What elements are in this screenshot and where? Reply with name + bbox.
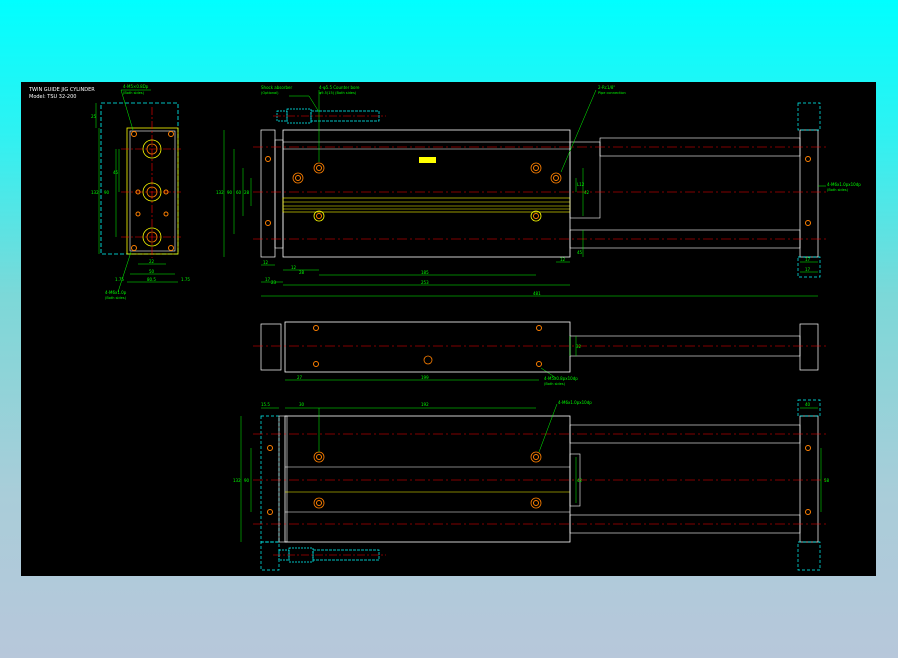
- callout-shock-absorber: Shock absorber: [261, 85, 292, 90]
- dim-end-90: 90: [104, 190, 110, 195]
- dim-side-90: 90: [227, 190, 233, 195]
- callout-shock-absorber-sub: (Optional): [261, 91, 279, 95]
- callout-end-ports: 4-M5×0.8Dp: [123, 84, 149, 89]
- dim-side-12: 12: [263, 260, 269, 265]
- end-view: 25 132 90 45 22 50 80.5 1.75 1.75 4-M5×0…: [91, 84, 190, 300]
- dim-side-12c: 12: [560, 257, 566, 262]
- callout-piping-port: 2-Rc1/8": [598, 85, 615, 90]
- callout-stroke-adj: 4-φ5.5 Counter bore: [319, 85, 360, 90]
- dim-side-42: 42: [584, 190, 590, 195]
- callout-rod-plate-holes-sub: (Both sides): [827, 188, 849, 192]
- side-view: 132 90 60 28 12 12 28 185 17 23 253 481 …: [216, 85, 861, 379]
- dim-bot-90: 90: [244, 478, 250, 483]
- dim-side-l12: L12: [577, 182, 585, 187]
- dim-side-253: 253: [421, 280, 429, 285]
- dim-side-132: 132: [216, 190, 224, 195]
- dim-end-top: 25: [91, 114, 97, 119]
- callout-bottom-view-holes: 4-M6x1.0px10dp: [558, 400, 592, 405]
- title-line-2: Model: TSU 32-200: [29, 94, 76, 100]
- bottom-view: 15.5 30 192 40 132 90 42 58 4-M6x1.0px10…: [233, 399, 830, 571]
- dim-side-28b: 28: [299, 270, 305, 275]
- middle-view: 27 199 32 4-M5x0.8px10dp (Both sides): [253, 321, 826, 386]
- dim-end-22: 22: [149, 259, 155, 264]
- dim-side-17b: 17: [805, 257, 811, 262]
- dim-bot-42: 42: [577, 478, 583, 483]
- cad-drawing-area: TWIN GUIDE JIG CYLINDER Model: TSU 32-20…: [21, 82, 876, 576]
- dim-side-45: 45: [577, 250, 583, 255]
- dim-side-23: 23: [271, 280, 277, 285]
- dim-end-175a: 1.75: [115, 277, 124, 282]
- dim-end-80: 80.5: [147, 277, 156, 282]
- dim-side-17c: 17: [805, 267, 811, 272]
- dim-end-50: 50: [149, 269, 155, 274]
- dim-end-45: 45: [113, 170, 119, 175]
- callout-bottom-holes-sub: (Both sides): [105, 296, 127, 300]
- dim-end-height: 132: [91, 190, 99, 195]
- dim-side-481: 481: [533, 291, 541, 296]
- callout-end-ports-sub: (Both sides): [123, 91, 145, 95]
- dim-bot-40: 40: [805, 402, 811, 407]
- dim-side-12b: 12: [291, 265, 297, 270]
- callout-piping-port-sub: Pipe connection: [598, 91, 626, 95]
- dim-side-17a: 17: [265, 277, 271, 282]
- callout-rod-plate-holes: 4-M6x1.0px10dp: [827, 182, 861, 187]
- dim-bot-192: 192: [421, 402, 429, 407]
- callout-mid-holes-sub: (Both sides): [544, 382, 566, 386]
- callout-stroke-adj-sub: φ9.5(15) (Both sides): [319, 91, 357, 95]
- cad-drawing: TWIN GUIDE JIG CYLINDER Model: TSU 32-20…: [28, 84, 861, 571]
- dim-side-28: 28: [244, 190, 250, 195]
- dim-bot-132: 132: [233, 478, 241, 483]
- dim-side-185: 185: [421, 270, 429, 275]
- dim-side-60: 60: [236, 190, 242, 195]
- title-line-1: TWIN GUIDE JIG CYLINDER: [28, 87, 95, 93]
- callout-bottom-holes: 4-M6x1.0p: [105, 290, 127, 295]
- dim-bot-15: 15.5: [261, 402, 270, 407]
- dim-mid-32: 32: [576, 344, 582, 349]
- dim-mid-27: 27: [297, 375, 303, 380]
- dim-bot-58: 58: [824, 478, 830, 483]
- callout-mid-holes: 4-M5x0.8px10dp: [544, 376, 578, 381]
- dim-bot-30: 30: [299, 402, 305, 407]
- dim-mid-199: 199: [421, 375, 429, 380]
- dim-end-175b: 1.75: [181, 277, 190, 282]
